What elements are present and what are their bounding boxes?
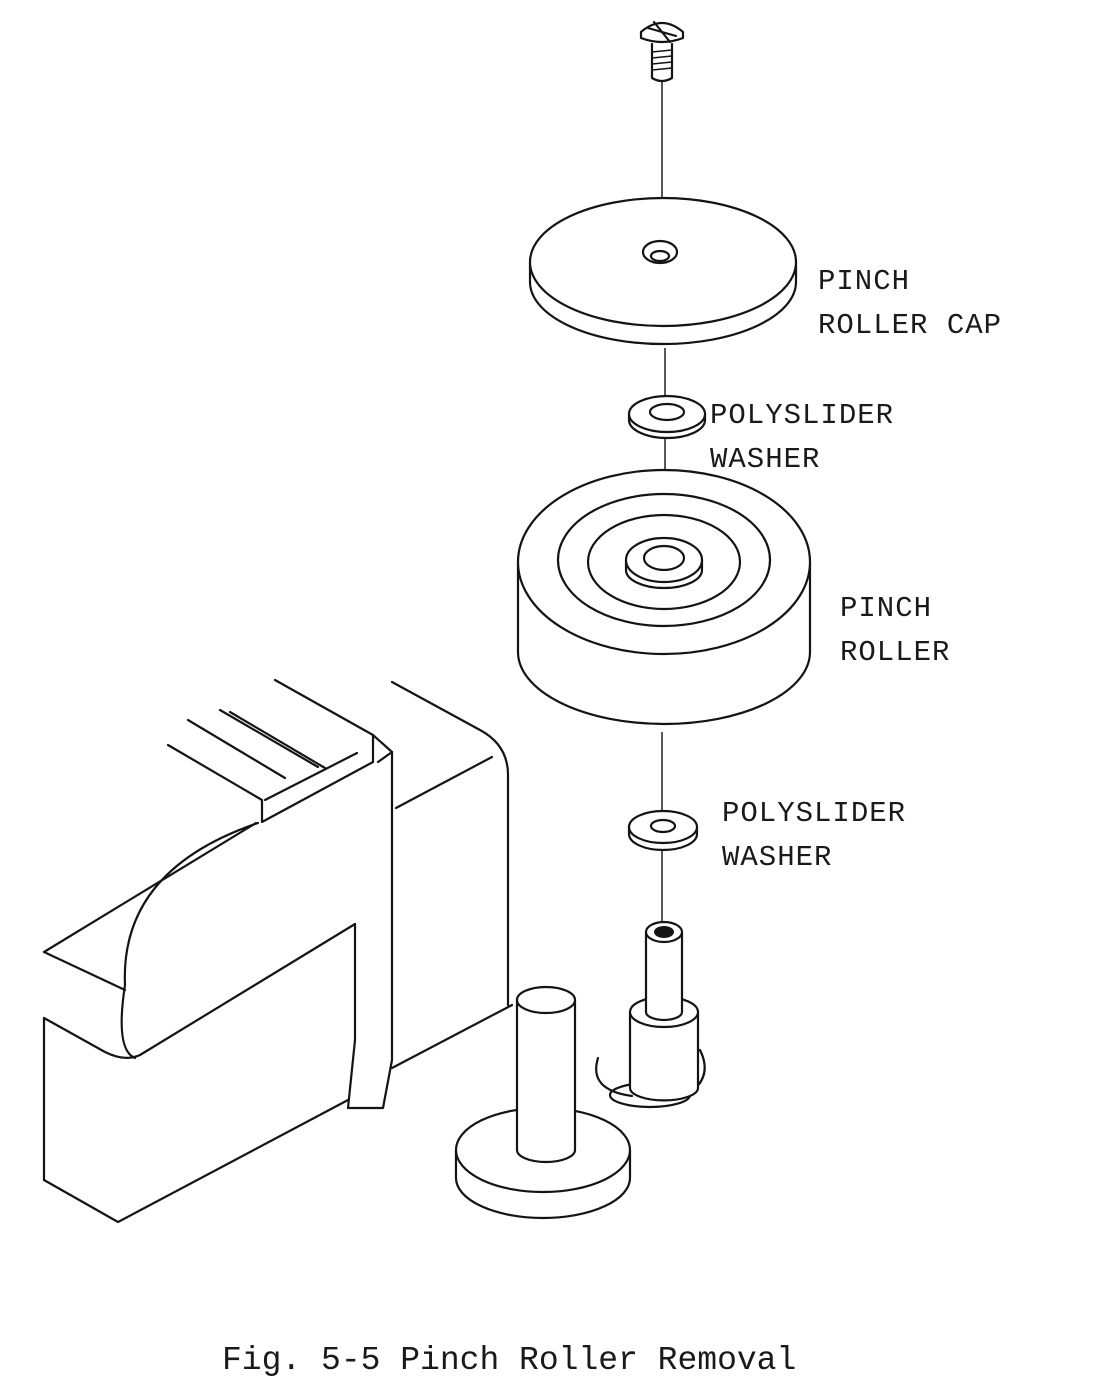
upper-washer-label-line2: WASHER <box>710 443 821 476</box>
lower-washer-label-line1: POLYSLIDER <box>722 797 907 830</box>
upper-polyslider-washer <box>627 394 707 440</box>
pinch-roller-label: PINCH ROLLER <box>840 587 950 675</box>
upper-washer-label-line1: POLYSLIDER <box>710 399 895 432</box>
upper-polyslider-washer-label: POLYSLIDER WASHER <box>710 394 894 482</box>
figure-caption: Fig. 5-5 Pinch Roller Removal <box>222 1342 797 1379</box>
guide-post <box>454 985 632 1220</box>
pinch-roller-cap <box>528 196 798 346</box>
base-housing <box>42 678 514 1224</box>
pinch-roller-cap-label-line1: PINCH <box>818 265 911 298</box>
lower-polyslider-washer <box>627 809 699 852</box>
pinch-roller-shaft <box>595 920 706 1109</box>
pinch-roller-label-line2: ROLLER <box>840 636 951 669</box>
pinch-roller-label-line1: PINCH <box>840 592 933 625</box>
screw <box>639 20 685 83</box>
pinch-roller-cap-label-line2: ROLLER CAP <box>818 309 1003 342</box>
lower-polyslider-washer-label: POLYSLIDER WASHER <box>722 792 906 880</box>
pinch-roller-cap-label: PINCH ROLLER CAP <box>818 260 1002 348</box>
pinch-roller <box>516 468 812 726</box>
lower-washer-label-line2: WASHER <box>722 841 833 874</box>
